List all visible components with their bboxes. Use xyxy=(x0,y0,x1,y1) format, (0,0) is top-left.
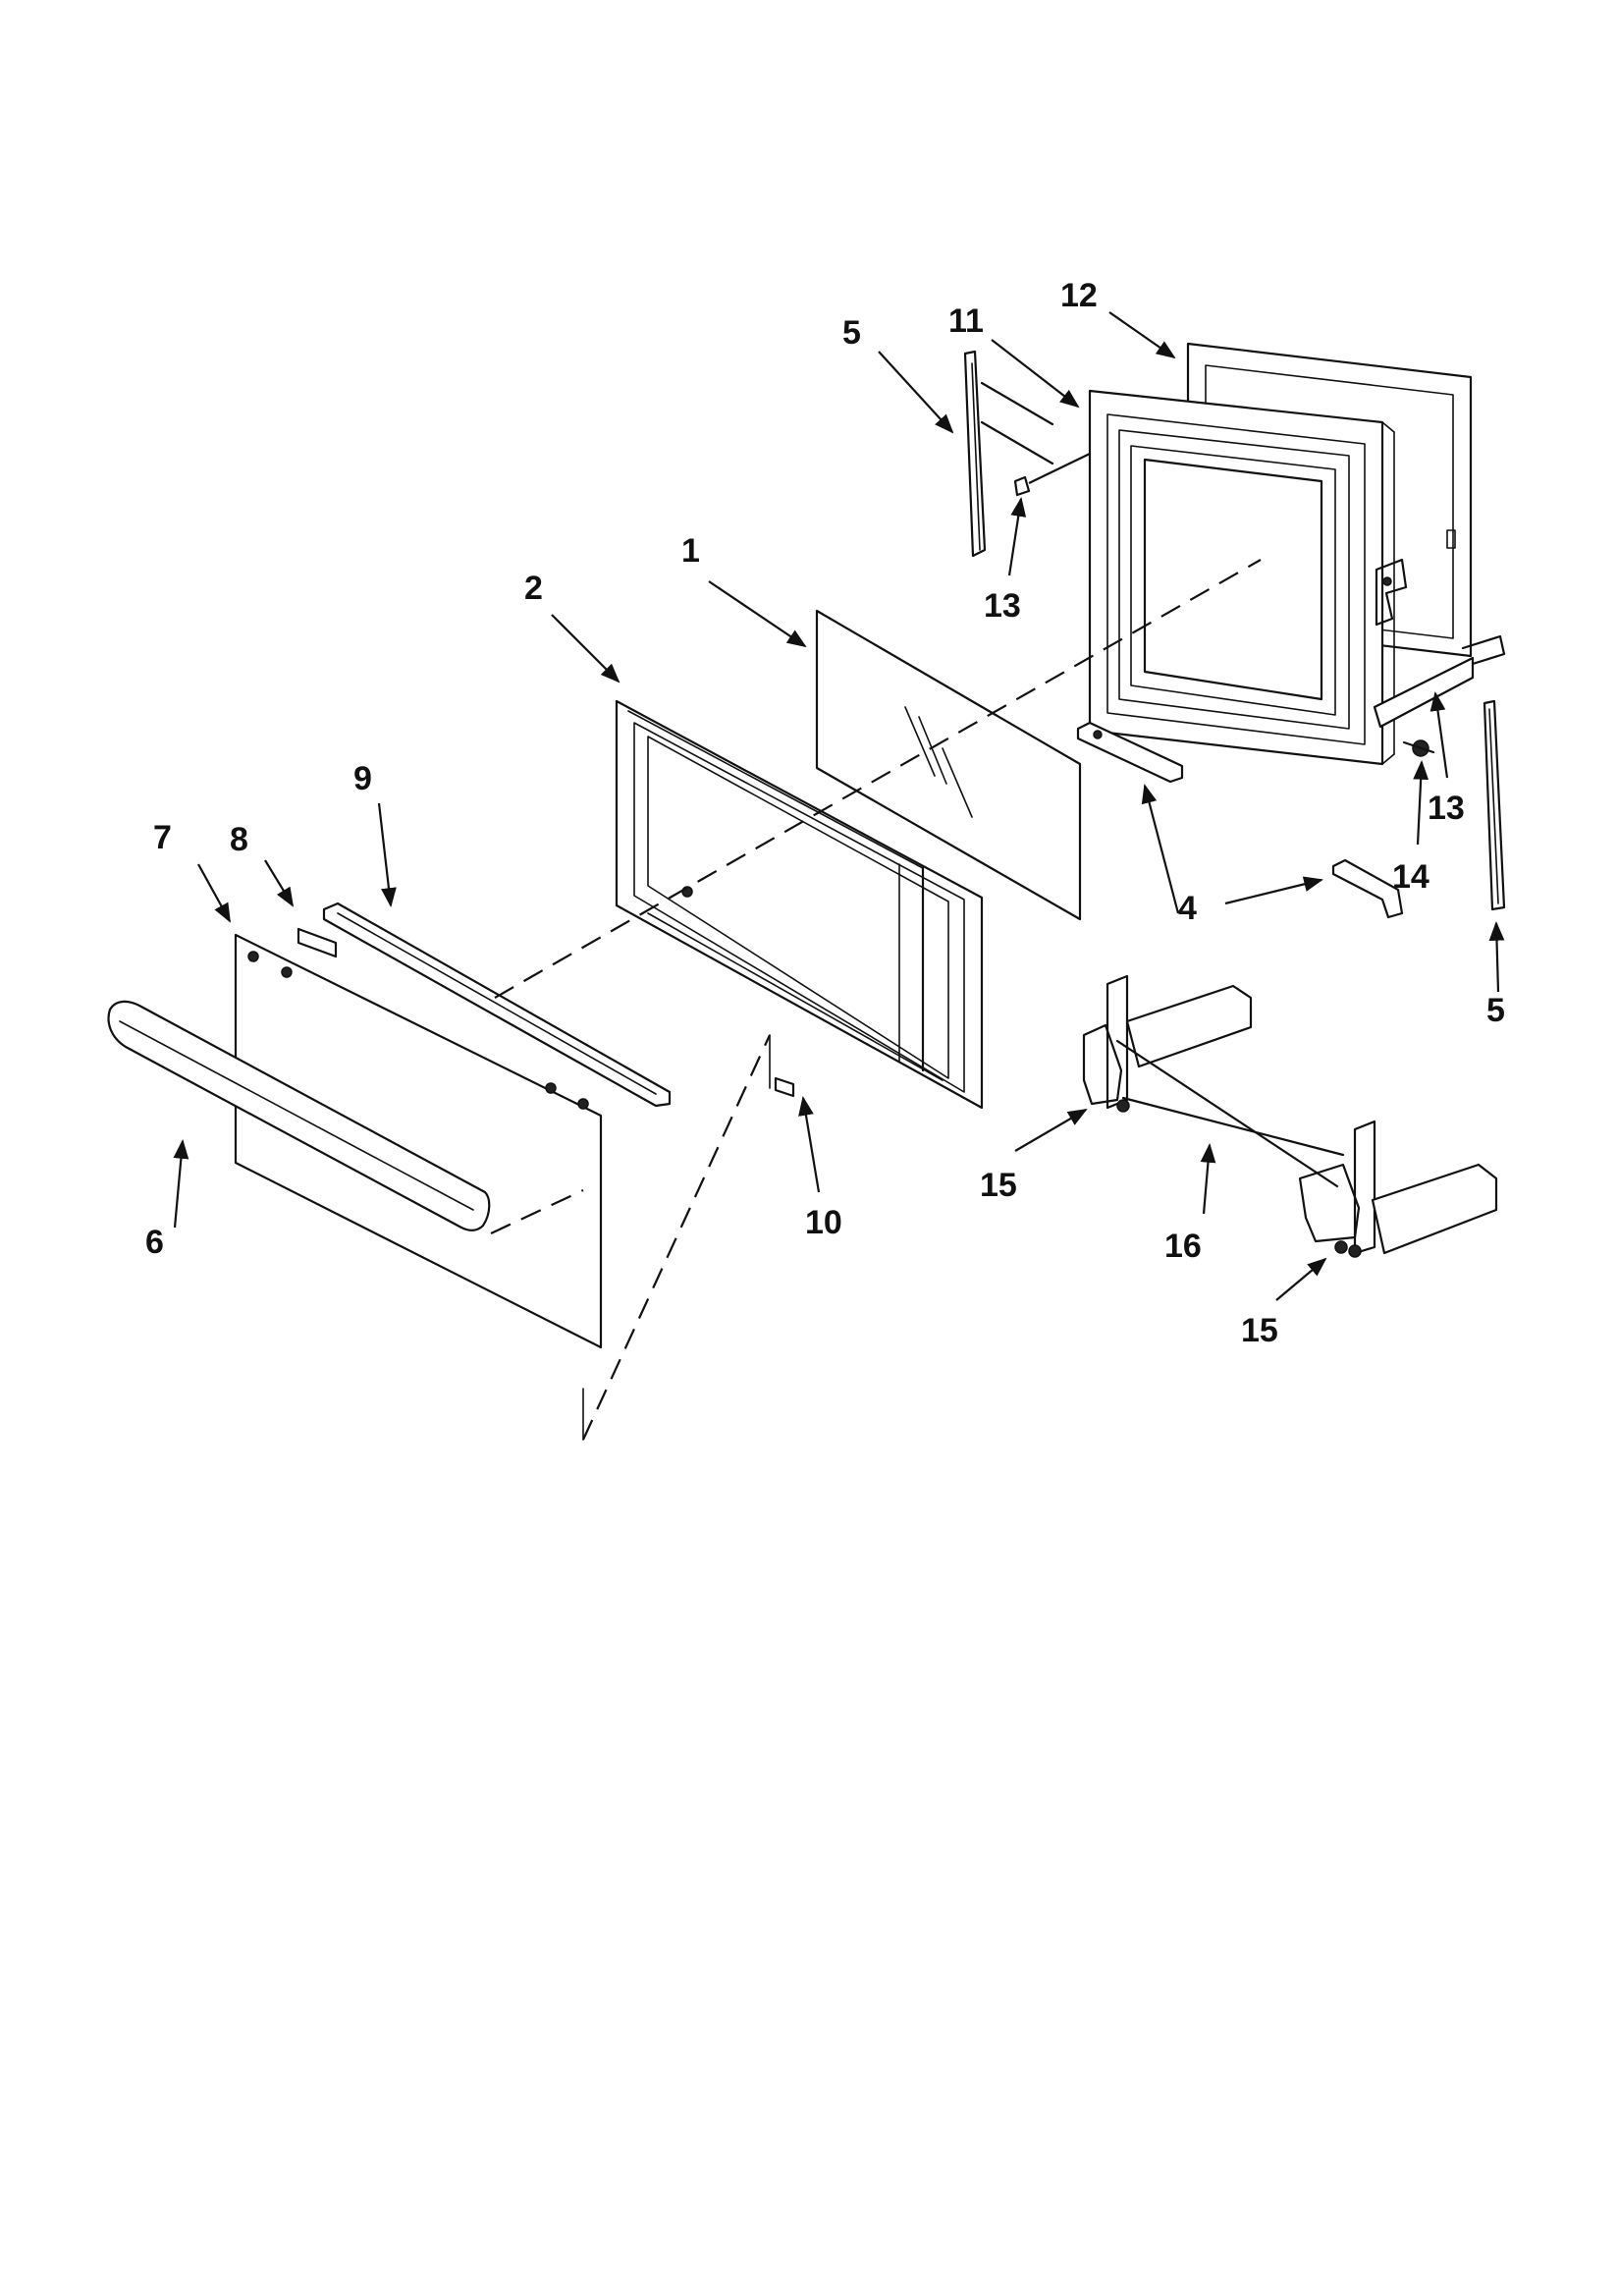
part-5-side-trim-left xyxy=(963,350,1054,558)
callouts: 1 2 4 5 5 6 7 8 9 10 11 12 13 13 14 15 1… xyxy=(145,277,1505,1349)
callout-7: 7 xyxy=(153,819,172,856)
callout-6: 6 xyxy=(145,1224,164,1261)
part-6-handle xyxy=(107,1000,491,1231)
part-7-outer-panel xyxy=(234,933,603,1349)
callout-15-left: 15 xyxy=(980,1167,1017,1204)
assembly-lines xyxy=(490,559,1262,1441)
part-13-clip xyxy=(1013,453,1091,497)
callout-5-top: 5 xyxy=(842,314,861,352)
part-1-glass-panel xyxy=(815,609,1082,921)
leader-lines xyxy=(173,311,1505,1301)
part-4-bracket-lower xyxy=(1331,858,1404,919)
part-11-inner-door-frame xyxy=(1088,389,1408,766)
callout-13-right: 13 xyxy=(1428,790,1465,827)
callout-13-top: 13 xyxy=(984,587,1021,625)
callout-14: 14 xyxy=(1392,858,1429,896)
part-16-hinge-link xyxy=(1115,1039,1345,1188)
callout-8: 8 xyxy=(230,821,248,858)
callout-12: 12 xyxy=(1060,277,1098,314)
callout-5-right: 5 xyxy=(1486,992,1505,1029)
part-15-hinge-upper xyxy=(1082,974,1253,1113)
callout-1: 1 xyxy=(681,532,700,570)
callout-4: 4 xyxy=(1178,890,1197,927)
callout-10: 10 xyxy=(805,1204,842,1241)
part-4-bracket-upper xyxy=(1076,721,1184,784)
part-15-hinge-lower xyxy=(1298,1120,1498,1258)
part-9-top-trim xyxy=(322,902,672,1108)
part-8-badge xyxy=(297,927,338,958)
part-5-side-trim-right xyxy=(1483,699,1506,911)
part-14-screw xyxy=(1402,739,1435,757)
part-2-outer-door-frame xyxy=(615,699,984,1110)
callout-9: 9 xyxy=(353,760,372,797)
part-13-hinge-bracket-right xyxy=(1373,634,1506,729)
callout-16: 16 xyxy=(1164,1228,1202,1265)
part-10-clip xyxy=(774,1076,795,1098)
callout-11: 11 xyxy=(948,302,984,340)
callout-2: 2 xyxy=(524,570,543,607)
callout-15-lower: 15 xyxy=(1241,1312,1278,1349)
